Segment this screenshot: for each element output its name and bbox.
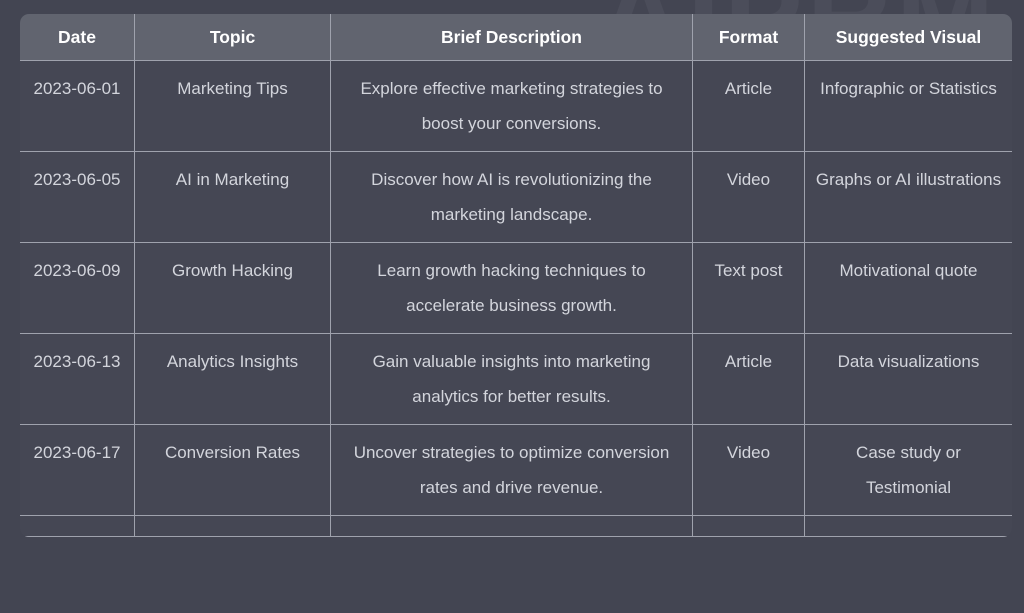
cell-format-text: Video bbox=[726, 443, 771, 462]
cell-date: 2023-06-17 bbox=[20, 425, 135, 516]
cell-topic-text: AI in Marketing bbox=[175, 170, 290, 189]
cell-description: Gain valuable insights into marketing an… bbox=[331, 334, 693, 425]
cell-format: Text post bbox=[693, 243, 805, 334]
table-header-row: Date Topic Brief Description Format Sugg… bbox=[20, 14, 1012, 61]
column-header-suggested-visual[interactable]: Suggested Visual bbox=[805, 14, 1012, 61]
cell-description: Learn growth hacking techniques to accel… bbox=[331, 243, 693, 334]
cell-format: Article bbox=[693, 334, 805, 425]
column-header-date[interactable]: Date bbox=[20, 14, 135, 61]
cell-format: Video bbox=[693, 152, 805, 243]
cell-format-text: Article bbox=[724, 352, 773, 371]
cell-visual: Data visualizations bbox=[805, 334, 1012, 425]
cell-format-text: Video bbox=[726, 170, 771, 189]
table-body: 2023-06-01 Marketing Tips Explore effect… bbox=[20, 61, 1012, 537]
cell-topic bbox=[135, 516, 331, 537]
cell-date-text: 2023-06-13 bbox=[33, 352, 121, 371]
cell-description bbox=[331, 516, 693, 537]
cell-date: 2023-06-01 bbox=[20, 61, 135, 152]
cell-visual: Case study or Testimonial bbox=[805, 425, 1012, 516]
table-row: 2023-06-01 Marketing Tips Explore effect… bbox=[20, 61, 1012, 152]
table-row: 2023-06-13 Analytics Insights Gain valua… bbox=[20, 334, 1012, 425]
cell-description-text: Explore effective marketing strategies t… bbox=[360, 79, 663, 133]
table-row: 2023-06-17 Conversion Rates Uncover stra… bbox=[20, 425, 1012, 516]
cell-visual-text: Infographic or Statistics bbox=[820, 79, 997, 98]
cell-description: Discover how AI is revolutionizing the m… bbox=[331, 152, 693, 243]
cell-topic: Growth Hacking bbox=[135, 243, 331, 334]
content-calendar-table-wrapper: Date Topic Brief Description Format Sugg… bbox=[20, 14, 1012, 537]
cell-description-text: Discover how AI is revolutionizing the m… bbox=[371, 170, 652, 224]
cell-format-text: Text post bbox=[714, 261, 783, 280]
table-row: 2023-06-09 Growth Hacking Learn growth h… bbox=[20, 243, 1012, 334]
cell-format: Video bbox=[693, 425, 805, 516]
cell-date-text: 2023-06-09 bbox=[33, 261, 121, 280]
cell-description-text: Uncover strategies to optimize conversio… bbox=[353, 443, 670, 497]
cell-date: 2023-06-09 bbox=[20, 243, 135, 334]
cell-format bbox=[693, 516, 805, 537]
cell-topic-text: Conversion Rates bbox=[164, 443, 301, 462]
cell-description: Uncover strategies to optimize conversio… bbox=[331, 425, 693, 516]
column-header-format[interactable]: Format bbox=[693, 14, 805, 61]
cell-format: Article bbox=[693, 61, 805, 152]
cell-format-text: Article bbox=[724, 79, 773, 98]
cell-description-text: Gain valuable insights into marketing an… bbox=[372, 352, 651, 406]
cell-date bbox=[20, 516, 135, 537]
cell-date-text: 2023-06-05 bbox=[33, 170, 121, 189]
table-header: Date Topic Brief Description Format Sugg… bbox=[20, 14, 1012, 61]
cell-visual: Infographic or Statistics bbox=[805, 61, 1012, 152]
table-row bbox=[20, 516, 1012, 537]
cell-date: 2023-06-13 bbox=[20, 334, 135, 425]
cell-date: 2023-06-05 bbox=[20, 152, 135, 243]
cell-visual bbox=[805, 516, 1012, 537]
cell-description-text: Learn growth hacking techniques to accel… bbox=[377, 261, 646, 315]
cell-visual-text: Case study or Testimonial bbox=[856, 443, 961, 497]
cell-topic: Analytics Insights bbox=[135, 334, 331, 425]
cell-topic-text: Marketing Tips bbox=[177, 79, 288, 98]
content-calendar-table: Date Topic Brief Description Format Sugg… bbox=[20, 14, 1012, 537]
cell-topic: Conversion Rates bbox=[135, 425, 331, 516]
cell-date-text: 2023-06-17 bbox=[33, 443, 121, 462]
cell-visual: Graphs or AI illustrations bbox=[805, 152, 1012, 243]
cell-topic-text: Analytics Insights bbox=[166, 352, 299, 371]
cell-topic: AI in Marketing bbox=[135, 152, 331, 243]
cell-visual: Motivational quote bbox=[805, 243, 1012, 334]
cell-description: Explore effective marketing strategies t… bbox=[331, 61, 693, 152]
cell-topic: Marketing Tips bbox=[135, 61, 331, 152]
column-header-topic[interactable]: Topic bbox=[135, 14, 331, 61]
cell-topic-text: Growth Hacking bbox=[172, 261, 293, 280]
cell-visual-text: Motivational quote bbox=[839, 261, 978, 280]
cell-visual-text: Data visualizations bbox=[837, 352, 980, 371]
table-row: 2023-06-05 AI in Marketing Discover how … bbox=[20, 152, 1012, 243]
cell-date-text: 2023-06-01 bbox=[33, 79, 121, 98]
cell-visual-text: Graphs or AI illustrations bbox=[815, 170, 1002, 189]
column-header-brief-description[interactable]: Brief Description bbox=[331, 14, 693, 61]
